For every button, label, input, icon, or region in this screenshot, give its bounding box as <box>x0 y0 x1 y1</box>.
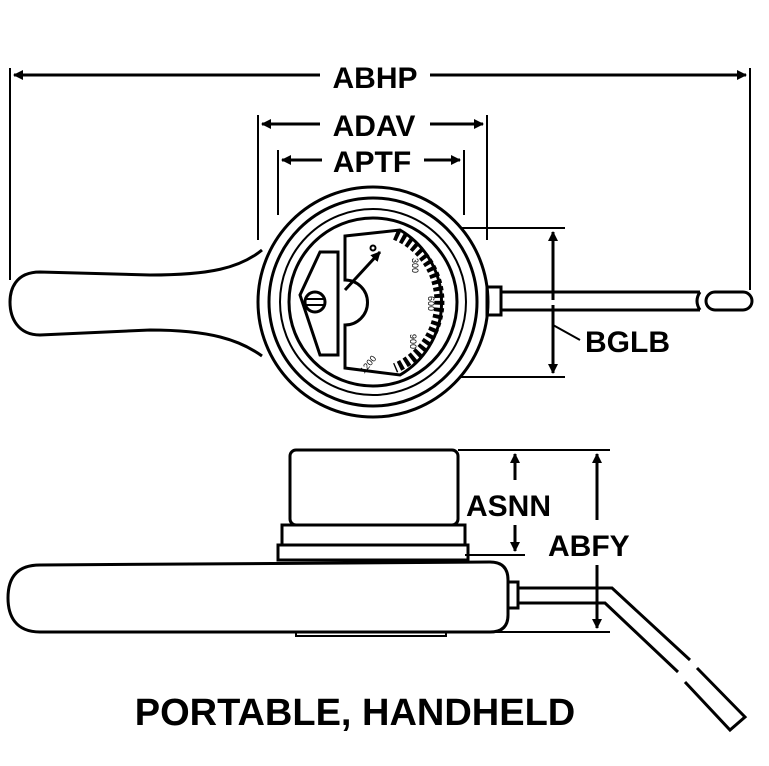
label-asnn: ASNN <box>466 490 551 523</box>
label-abhp: ABHP <box>332 62 417 95</box>
scale-600: 600 <box>426 296 436 311</box>
gauge-scale <box>393 230 445 373</box>
label-aptf: APTF <box>333 146 411 179</box>
dimension-abhp: ABHP <box>9 62 751 290</box>
dimension-adav: ADAV <box>257 110 488 240</box>
label-bglb: BGLB <box>585 326 670 359</box>
adjust-screw-icon <box>303 290 327 314</box>
caption: PORTABLE, HANDHELD <box>135 692 576 734</box>
dimension-aptf: APTF <box>277 146 465 215</box>
gauge-outer-ring <box>256 185 490 419</box>
dimension-asnn: ASNN <box>458 449 610 556</box>
side-view <box>6 448 748 733</box>
top-view: 300 600 900 1200 <box>8 185 754 419</box>
label-abfy: ABFY <box>548 530 630 563</box>
scale-900: 900 <box>408 334 418 349</box>
label-adav: ADAV <box>333 110 416 143</box>
scale-300: 300 <box>410 258 420 273</box>
gauge-face <box>287 216 459 388</box>
gauge-needle <box>343 250 382 292</box>
dimension-abfy: ABFY <box>495 453 630 633</box>
dimension-bglb: BGLB <box>460 227 670 378</box>
